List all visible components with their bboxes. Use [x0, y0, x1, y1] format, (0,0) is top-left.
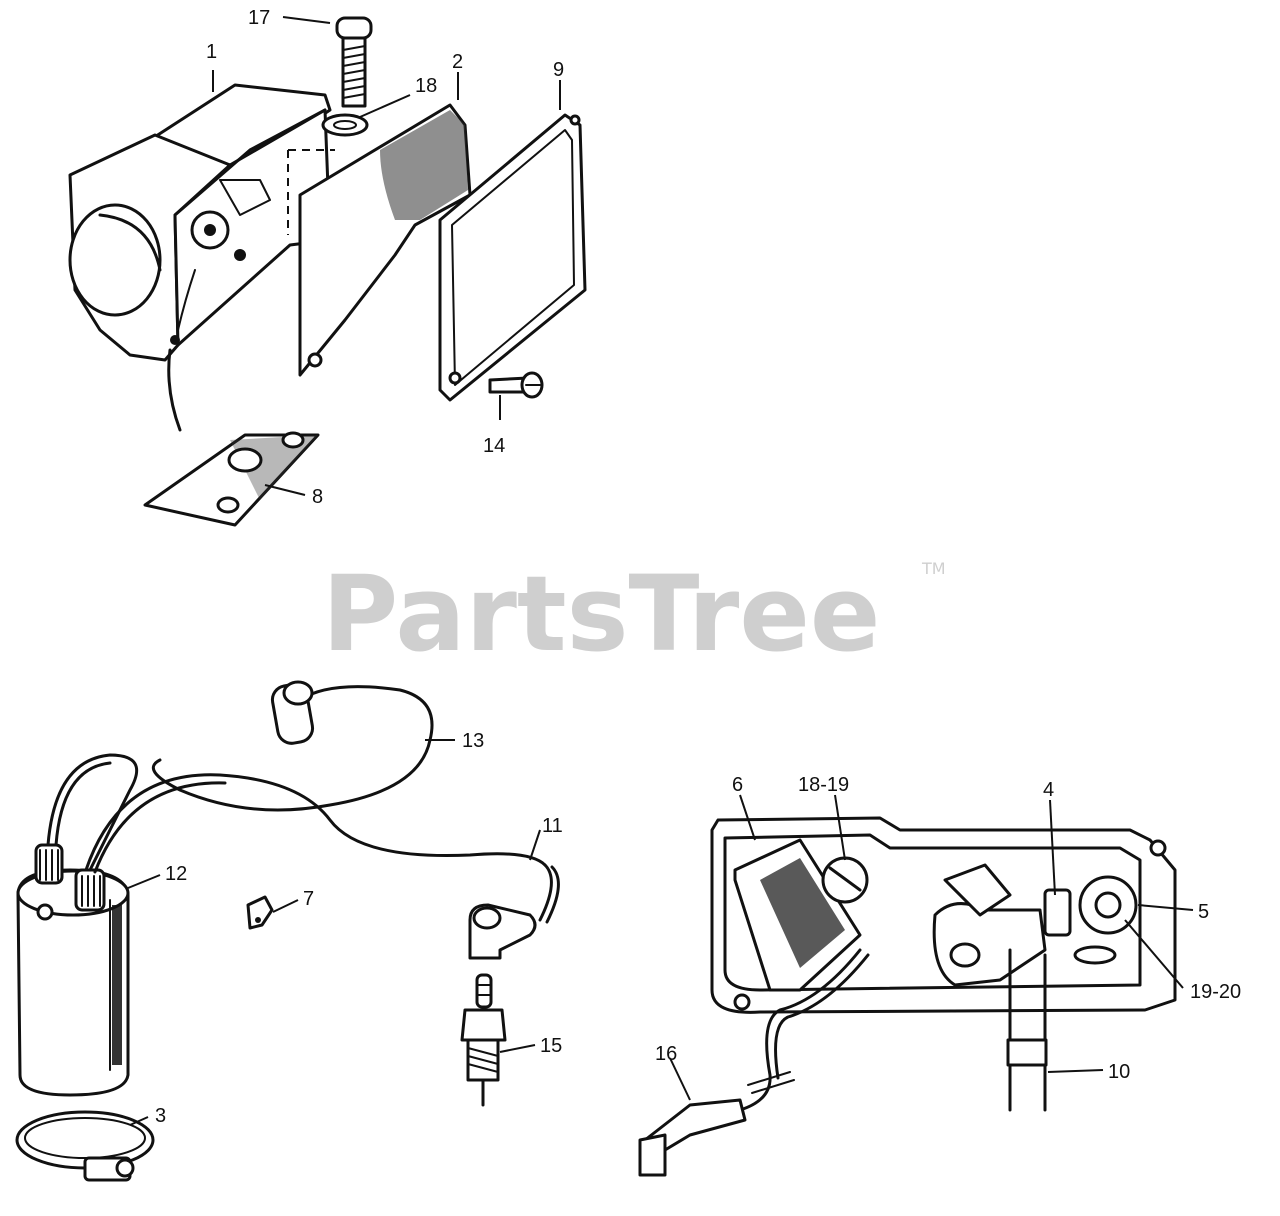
callout-9: 9 [553, 59, 564, 81]
callout-1: 1 [206, 41, 217, 63]
boot-top [270, 680, 315, 745]
callout-8: 8 [312, 486, 323, 508]
callout-15: 15 [540, 1035, 562, 1057]
washer-18 [321, 113, 369, 137]
leader-lines [127, 16, 1194, 1126]
clip-7 [246, 895, 274, 930]
callout-13: 13 [462, 730, 484, 752]
screw-14 [488, 371, 544, 399]
coil-12 [16, 843, 130, 1097]
spark-plug-15 [460, 973, 507, 1107]
gasket-8 [143, 431, 320, 527]
spark-plug-boot-11 [468, 903, 537, 960]
callout-18-19: 18-19 [798, 774, 849, 796]
clamp-3 [15, 1110, 155, 1182]
callout-3: 3 [155, 1105, 166, 1127]
breaker-housing [68, 83, 335, 432]
trademark-symbol: TM [921, 559, 946, 578]
callout-11: 11 [542, 815, 563, 837]
breaker-box-detail [638, 816, 1177, 1177]
bolt-17 [335, 16, 373, 108]
callout-19-20: 19-20 [1190, 981, 1241, 1003]
callout-labels: 17 1 18 2 9 14 8 13 11 12 7 3 15 16 10 6… [155, 7, 1241, 1127]
callout-14: 14 [483, 435, 505, 457]
callout-5: 5 [1198, 901, 1209, 923]
callout-2: 2 [452, 51, 463, 73]
callout-12: 12 [165, 863, 187, 885]
callout-18: 18 [415, 75, 437, 97]
partstree-watermark: PartsTree [322, 553, 880, 675]
ignition-wire-13 [46, 685, 560, 924]
callout-7: 7 [303, 888, 314, 910]
gasket-9 [438, 113, 587, 402]
callout-4: 4 [1043, 779, 1054, 801]
callout-10: 10 [1108, 1061, 1130, 1083]
callout-6: 6 [732, 774, 743, 796]
cover-plate-2 [298, 103, 472, 377]
callout-17: 17 [248, 7, 270, 29]
callout-16: 16 [655, 1043, 677, 1065]
